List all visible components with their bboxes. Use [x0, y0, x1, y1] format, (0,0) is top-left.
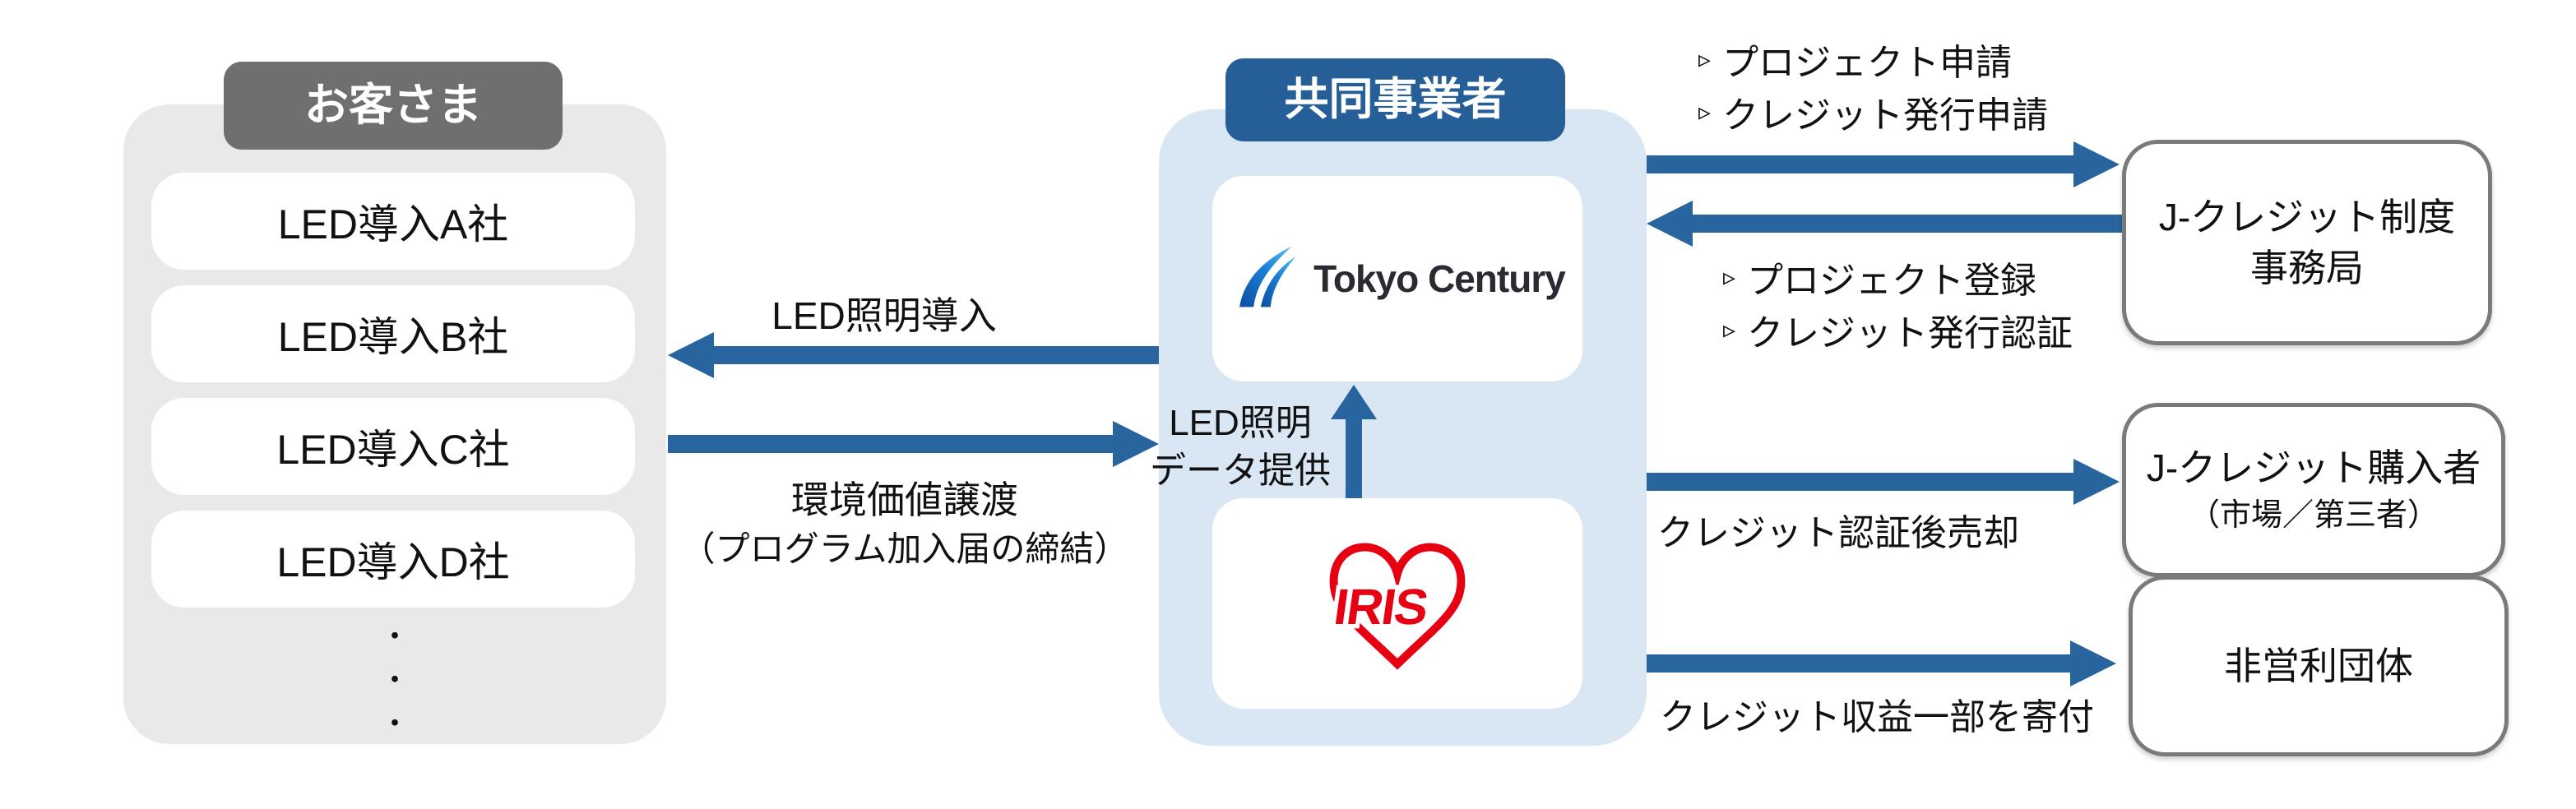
customer-box-c: LED導入C社: [151, 398, 635, 495]
nonprofit-box: 非営利団体: [2129, 576, 2509, 756]
customers-ellipsis-dot: ・: [379, 663, 410, 696]
operators-header: 共同事業者: [1225, 58, 1565, 141]
tokyo-century-box: Tokyo Century: [1212, 176, 1582, 381]
office-request-text-1: プロジェクト申請: [1722, 43, 2013, 83]
customers-ellipsis-dot: ・: [379, 619, 410, 653]
jcredit-office-label-line2: 事務局: [2250, 247, 2364, 289]
donate-arrow-head: [2070, 640, 2116, 686]
led-install-arrow-head: [668, 332, 714, 378]
led-data-arrow-shaft: [1346, 416, 1362, 498]
office-request-arrow-shaft: [1647, 155, 2077, 173]
jcredit-buyer-box: J-クレジット購入者 （市場／第三者）: [2122, 403, 2505, 577]
customer-label-c: LED導入C社: [276, 427, 510, 473]
sell-label: クレジット認証後売却: [1657, 513, 2019, 553]
env-value-arrow-shaft: [668, 435, 1117, 453]
tokyo-century-logo: Tokyo Century: [1212, 176, 1582, 381]
customer-box-d: LED導入D社: [151, 511, 635, 608]
triangle-bullet-icon: ▹: [1723, 263, 1736, 291]
led-data-arrow-head: [1331, 385, 1377, 419]
customer-box-b: LED導入B社: [151, 285, 635, 382]
customer-box-a: LED導入A社: [151, 173, 635, 270]
triangle-bullet-icon: ▹: [1698, 98, 1712, 126]
iris-wordmark: IRIS: [1331, 579, 1430, 636]
triangle-bullet-icon: ▹: [1698, 45, 1712, 73]
tokyo-century-swoosh-icon: [1239, 246, 1297, 307]
donate-arrow-shaft: [1647, 654, 2073, 673]
office-return-text-2: クレジット発行認証: [1747, 313, 2073, 354]
office-return-arrow-shaft: [1691, 215, 2122, 233]
led-data-label: LED照明 データ提供: [1150, 400, 1331, 495]
office-request-item: ▹ クレジット発行申請: [1698, 86, 2048, 138]
office-request-text-2: クレジット発行申請: [1722, 95, 2049, 136]
customers-header: お客さま: [224, 62, 563, 150]
customer-label-b: LED導入B社: [277, 314, 509, 360]
nonprofit-label: 非営利団体: [2224, 645, 2413, 687]
env-value-label-line1: 環境価値譲渡: [791, 478, 1018, 521]
office-return-item: ▹ クレジット発行認証: [1723, 303, 2073, 356]
donate-label: クレジット収益一部を寄付: [1660, 697, 2094, 737]
jcredit-office-box: J-クレジット制度 事務局: [2122, 140, 2492, 345]
jcredit-buyer-label-line2: （市場／第三者）: [2188, 498, 2439, 533]
iris-heart-logo: IRIS: [1326, 543, 1466, 670]
triangle-bullet-icon: ▹: [1723, 316, 1736, 344]
led-install-arrow-shaft: [712, 346, 1159, 364]
env-value-label-line2: （プログラム加入届の締結）: [680, 529, 1129, 568]
office-return-list: ▹ プロジェクト登録 ▹ クレジット発行認証: [1723, 251, 2073, 356]
sell-arrow-shaft: [1647, 473, 2077, 491]
jcredit-buyer-label-line1: J-クレジット購入者: [2146, 446, 2481, 489]
iris-box: IRIS: [1212, 498, 1582, 709]
office-request-item: ▹ プロジェクト申請: [1698, 33, 2048, 86]
tokyo-century-wordmark: Tokyo Century: [1313, 257, 1566, 300]
led-data-label-line2: データ提供: [1150, 451, 1331, 491]
led-install-label: LED照明導入: [771, 294, 997, 337]
office-return-arrow-head: [1647, 201, 1693, 247]
office-return-item: ▹ プロジェクト登録: [1723, 251, 2073, 303]
jcredit-office-label-line1: J-クレジット制度: [2158, 196, 2456, 238]
customers-ellipsis-dot: ・: [379, 706, 410, 740]
customer-label-a: LED導入A社: [277, 201, 509, 247]
customer-label-d: LED導入D社: [276, 539, 510, 585]
led-data-label-line1: LED照明: [1169, 403, 1312, 443]
sell-arrow-head: [2073, 459, 2120, 505]
office-return-text-1: プロジェクト登録: [1747, 261, 2037, 301]
office-request-arrow-head: [2073, 141, 2120, 187]
env-value-arrow-head: [1113, 421, 1159, 467]
office-request-list: ▹ プロジェクト申請 ▹ クレジット発行申請: [1698, 33, 2048, 138]
